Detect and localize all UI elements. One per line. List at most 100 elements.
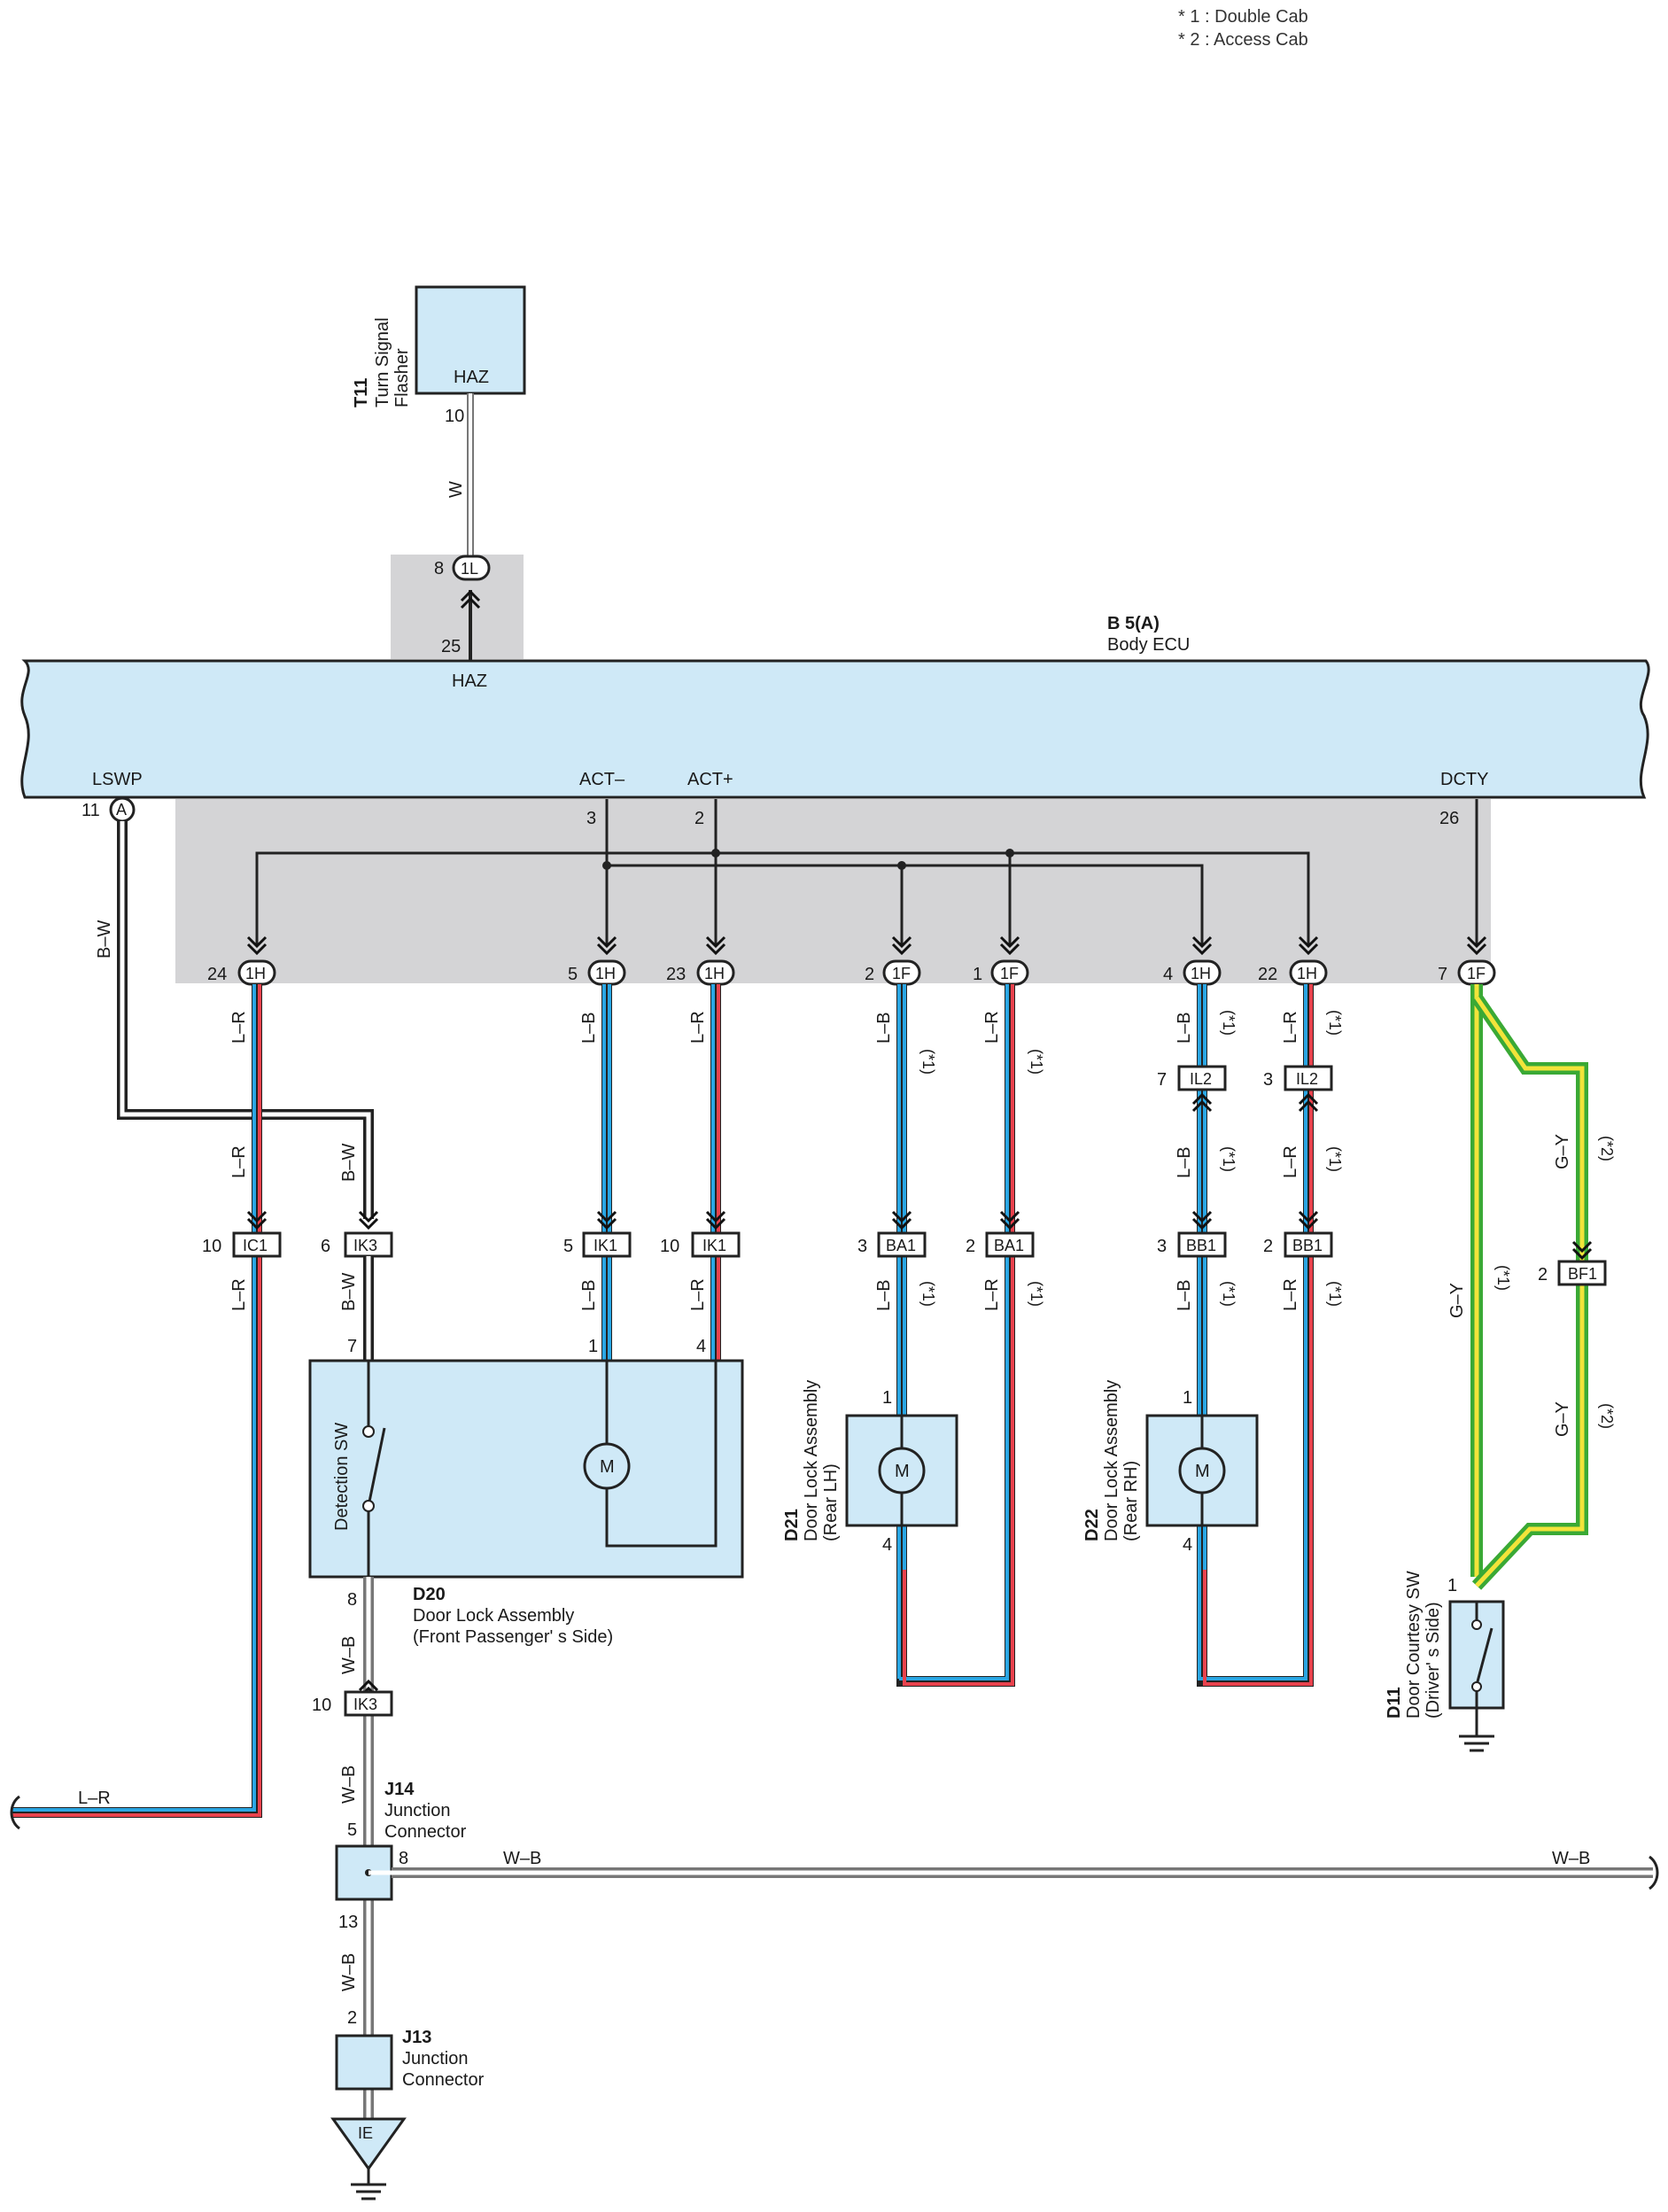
connector-1h-label: 1H: [1191, 965, 1211, 982]
ecu-pin-haz: HAZ: [452, 671, 487, 691]
wire-l-r-left: [12, 984, 262, 1818]
motor-icon: [1178, 1447, 1226, 1494]
t11-code: T11: [352, 378, 371, 407]
connector-ba1-label: BA1: [886, 1237, 916, 1254]
connector-ik1-10: IK1: [691, 1231, 741, 1258]
note-star2: (*2): [1598, 1136, 1616, 1161]
d11-name-2: (Driver' s Side): [1424, 1602, 1443, 1719]
wire-l-r-rear-rh: [1197, 984, 1314, 1687]
pin-10-ik1: 10: [660, 1237, 679, 1256]
wire-l-r-label: L–R: [1281, 1011, 1300, 1044]
connector-ik1-5: IK1: [582, 1231, 632, 1258]
ecu-pin-act-minus: ACT–: [579, 770, 625, 789]
pin-2-bb1: 2: [1263, 1237, 1273, 1256]
pin-4-d21: 4: [882, 1535, 892, 1555]
connector-ik3-10: IK3: [344, 1690, 393, 1717]
door-lock-front-passenger: Detection SW M D20 Door Lock Assembly (F…: [308, 1359, 744, 1647]
pin-3-ba1: 3: [857, 1237, 867, 1256]
connector-1h-label: 1H: [1297, 965, 1317, 982]
connector-1h-22: 1H: [1289, 959, 1328, 986]
connector-1h-23: 1H: [696, 959, 735, 986]
pin-7: 7: [1438, 965, 1447, 984]
j13-name-1: Junction: [402, 2049, 469, 2068]
ecu-pin-dcty: DCTY: [1440, 770, 1488, 789]
pin-4-d22: 4: [1183, 1535, 1192, 1555]
pin-1l-8: 8: [434, 559, 444, 578]
wire-break: [1649, 1855, 1659, 1890]
note-star1: (*1): [1220, 1146, 1237, 1172]
j14-name-2: Connector: [384, 1822, 467, 1842]
note-star1: (*1): [919, 1049, 937, 1075]
pin-1-d22: 1: [1183, 1388, 1192, 1408]
ecu-internal-wiring: [255, 799, 1478, 946]
wire-w-b-label: W–B: [339, 1636, 359, 1674]
pin-ecu-26: 26: [1439, 809, 1459, 828]
note-star1: (*1): [1220, 1010, 1237, 1036]
connector-1l-label: 1L: [461, 560, 478, 578]
pin-3-bb1: 3: [1157, 1237, 1167, 1256]
legend: * 1 : Double Cab * 2 : Access Cab: [1178, 5, 1308, 51]
note-star1: (*1): [1326, 1010, 1344, 1036]
door-lock-rear-rh: M D22 Door Lock Assembly (Rear RH): [1082, 1380, 1259, 1541]
d22-motor-label: M: [1195, 1462, 1210, 1481]
pin-1-d11: 1: [1447, 1576, 1457, 1595]
wire-l-b-label: L–B: [579, 1012, 599, 1044]
d21-motor-label: M: [895, 1462, 910, 1481]
d20-switch-label: Detection SW: [332, 1423, 352, 1531]
turn-signal-flasher: HAZ T11 Turn Signal Flasher: [352, 285, 526, 407]
pin-ecu-3: 3: [586, 809, 596, 828]
wire-l-b-label: L–B: [1175, 1279, 1194, 1311]
pin-10-ik3: 10: [312, 1696, 331, 1715]
connector-ba1-3: BA1: [877, 1231, 927, 1258]
body-ecu: B 5(A) Body ECU HAZ LSWP ACT– ACT+ DCTY: [20, 614, 1650, 799]
d20-code: D20: [413, 1585, 446, 1604]
door-lock-rear-lh: M D21 Door Lock Assembly (Rear LH): [782, 1380, 958, 1541]
pin-8-d20: 8: [347, 1590, 357, 1610]
wire-l-r-label: L–R: [229, 1011, 249, 1044]
pin-5: 5: [568, 965, 578, 984]
junction-dot: [897, 861, 906, 870]
d22-name-1: Door Lock Assembly: [1102, 1380, 1121, 1541]
pin-4-d20: 4: [696, 1337, 706, 1356]
j14-name-1: Junction: [384, 1801, 451, 1820]
pin-1-d21: 1: [882, 1388, 892, 1408]
pin-2-j13: 2: [347, 2008, 357, 2028]
connector-1f-label: 1F: [1467, 965, 1486, 982]
pin-7-il2: 7: [1157, 1070, 1167, 1090]
ecu-pin-act-plus: ACT+: [687, 770, 733, 789]
wire-l-b-label: L–B: [874, 1279, 894, 1311]
legend-note-1: * 1 : Double Cab: [1178, 7, 1308, 27]
ground-ie-label: IE: [358, 2124, 373, 2142]
wire-l-b-label: L–B: [1175, 1012, 1194, 1044]
wire-l-r-rear-lh: [896, 984, 1015, 1687]
wire-l-r-label: L–R: [982, 1011, 1002, 1044]
pin-ecu-11: 11: [81, 801, 100, 820]
ecu-terminal-a-label: A: [116, 801, 127, 819]
wire-l-b-label: L–B: [1175, 1146, 1194, 1178]
d21-name-2: (Rear LH): [821, 1463, 841, 1541]
t11-pin-haz: HAZ: [454, 368, 489, 387]
d20-motor-label: M: [600, 1457, 615, 1477]
pin-23: 23: [666, 965, 686, 984]
wire-g-y-label: G–Y: [1447, 1283, 1467, 1318]
note-star1: (*1): [1028, 1049, 1045, 1075]
pin-1: 1: [973, 965, 982, 984]
pin-2-ba1: 2: [966, 1237, 975, 1256]
connector-1f-7: 1F: [1457, 959, 1496, 986]
pin-10: 10: [202, 1237, 221, 1256]
pin-ecu-25: 25: [441, 637, 461, 656]
junction-connector-j13: J13 Junction Connector: [335, 2028, 485, 2091]
connector-ic1-label: IC1: [243, 1237, 268, 1254]
ecu-name: Body ECU: [1107, 635, 1190, 655]
junction-dot: [602, 861, 611, 870]
d20-name-2: (Front Passenger' s Side): [413, 1627, 613, 1647]
wire-w-b-label: W–B: [1552, 1849, 1590, 1868]
connector-il2-3: IL2: [1284, 1065, 1333, 1091]
connector-1h-4: 1H: [1183, 959, 1222, 986]
note-star1: (*1): [919, 1281, 937, 1307]
pin-13-j14: 13: [338, 1913, 358, 1932]
wire-l-b-label: L–B: [874, 1012, 894, 1044]
note-star2: (*2): [1598, 1403, 1616, 1429]
note-star1: (*1): [1326, 1146, 1344, 1172]
connector-ic1: IC1: [232, 1231, 282, 1258]
